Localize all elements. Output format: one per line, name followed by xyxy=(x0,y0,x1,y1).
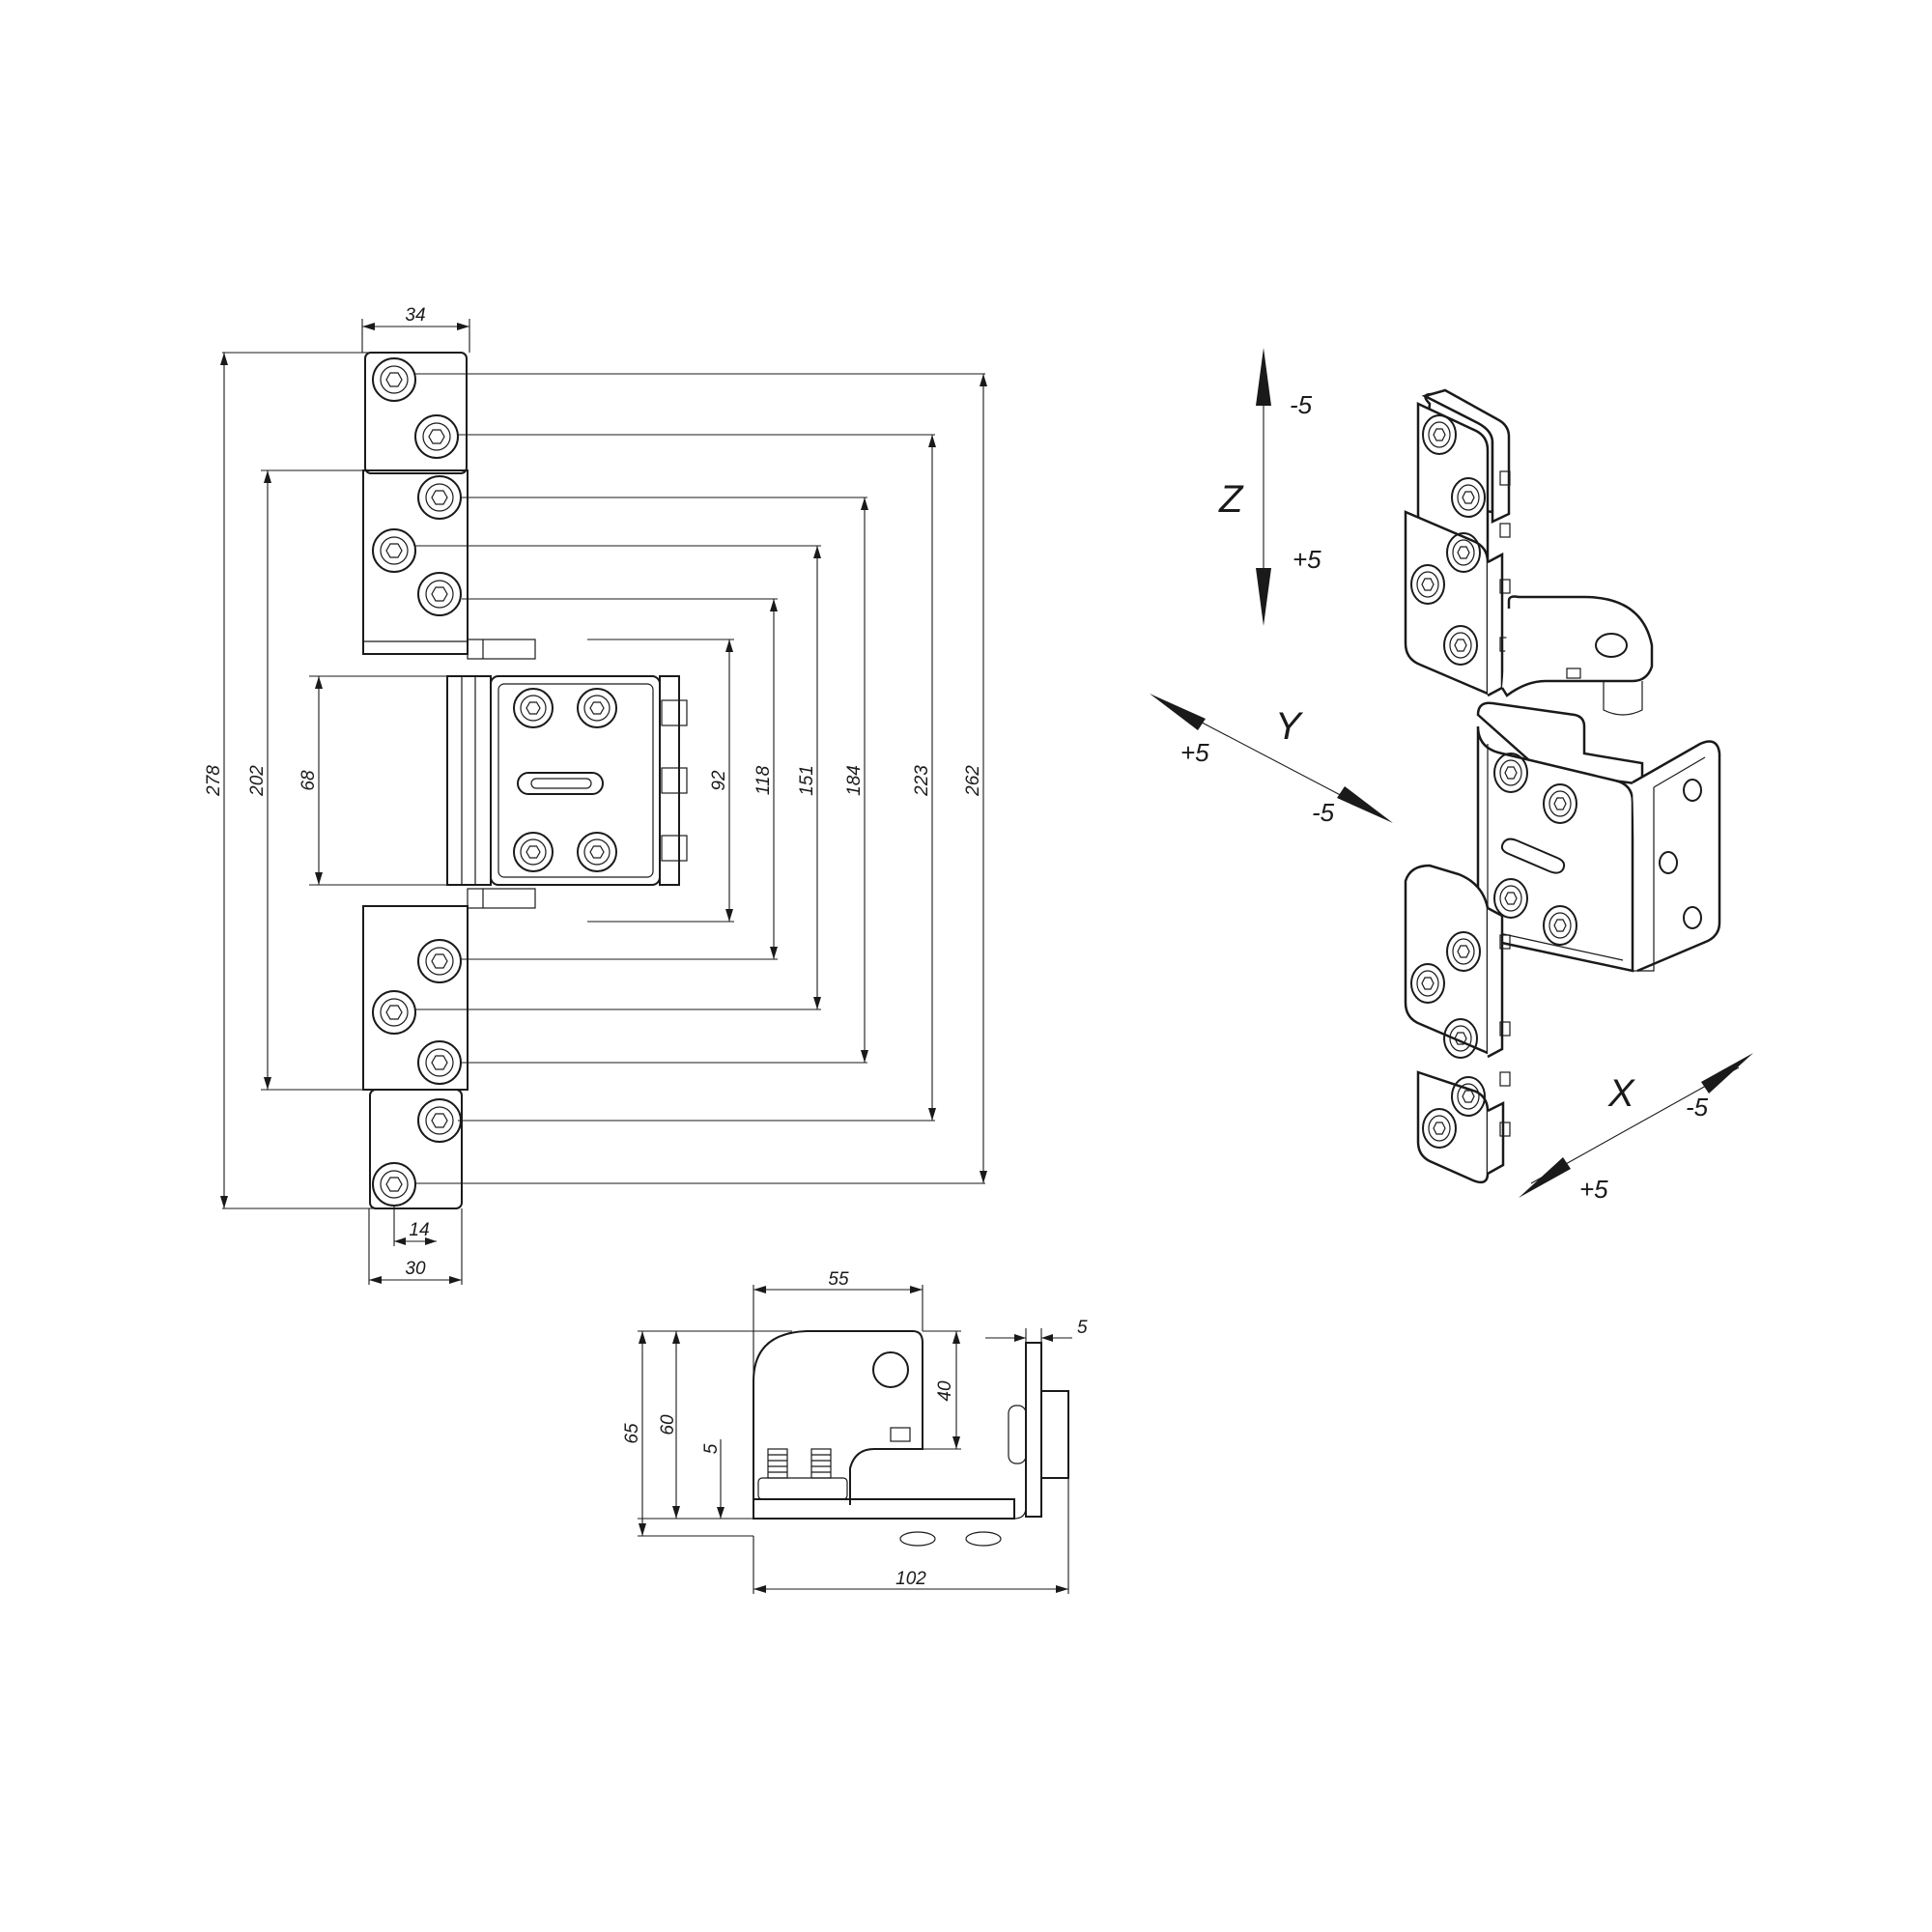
dim-55: 55 xyxy=(828,1269,849,1290)
z-arrow-down-icon xyxy=(1256,568,1271,626)
y-arrow-right-icon xyxy=(1337,786,1393,823)
y-arrow-left-icon xyxy=(1150,694,1206,730)
side-mount-plate xyxy=(1025,1342,1042,1518)
x-minus: -5 xyxy=(1686,1093,1709,1122)
dim-top-width: 34 xyxy=(405,305,425,326)
side-bracket-plate xyxy=(753,1330,923,1505)
side-bolts xyxy=(661,699,688,862)
z-minus: -5 xyxy=(1290,390,1313,419)
y-minus: -5 xyxy=(1312,798,1335,827)
top-leaf-upper xyxy=(364,352,468,474)
x-axis-label: X xyxy=(1607,1072,1635,1115)
z-arrow-up-icon xyxy=(1256,348,1271,406)
dim-hole-offset: 14 xyxy=(409,1220,429,1240)
side-bracket-hole xyxy=(872,1351,909,1388)
dim-bottom-width: 30 xyxy=(405,1259,426,1279)
iso-bottom-leaf-upper xyxy=(1404,864,1490,1055)
iso-adjust-slot xyxy=(1500,838,1566,874)
x-arrow-left-icon xyxy=(1519,1157,1571,1198)
bottom-leaf-lower xyxy=(369,1089,463,1209)
z-plus: +5 xyxy=(1293,545,1321,574)
dim-40: 40 xyxy=(935,1380,955,1402)
dim-92: 92 xyxy=(709,770,729,791)
y-axis-label: Y xyxy=(1275,705,1304,748)
dim-262: 262 xyxy=(963,765,983,797)
x-arrow-right-icon xyxy=(1701,1053,1753,1094)
hinge-barrel xyxy=(446,675,492,886)
dim-184: 184 xyxy=(844,765,865,796)
dim-65: 65 xyxy=(622,1423,642,1444)
dim-5-thickness: 5 xyxy=(701,1443,722,1454)
z-axis-label: Z xyxy=(1218,478,1244,521)
dim-68: 68 xyxy=(298,770,319,791)
dim-60: 60 xyxy=(658,1414,678,1435)
adjust-slot xyxy=(517,772,604,795)
dim-151: 151 xyxy=(797,765,817,796)
dim-5-plate: 5 xyxy=(1077,1318,1088,1338)
side-view: 55 65 60 40 5 5 102 xyxy=(622,1269,1088,1594)
dim-118: 118 xyxy=(753,765,774,795)
center-block xyxy=(490,675,661,886)
side-base-plate xyxy=(753,1498,1015,1520)
iso-upper-bracket xyxy=(1500,595,1654,697)
dim-202: 202 xyxy=(247,765,268,797)
x-plus: +5 xyxy=(1579,1175,1608,1204)
dim-102: 102 xyxy=(895,1569,926,1589)
top-leaf-lower xyxy=(362,469,469,655)
dim-278: 278 xyxy=(204,765,224,797)
front-view: 34 30 14 278 202 68 92 118 151 184 223 2… xyxy=(204,305,987,1285)
y-plus: +5 xyxy=(1180,738,1209,767)
isometric-view: Z -5 +5 Y +5 -5 X +5 -5 xyxy=(1150,348,1753,1204)
dim-223: 223 xyxy=(912,765,932,797)
